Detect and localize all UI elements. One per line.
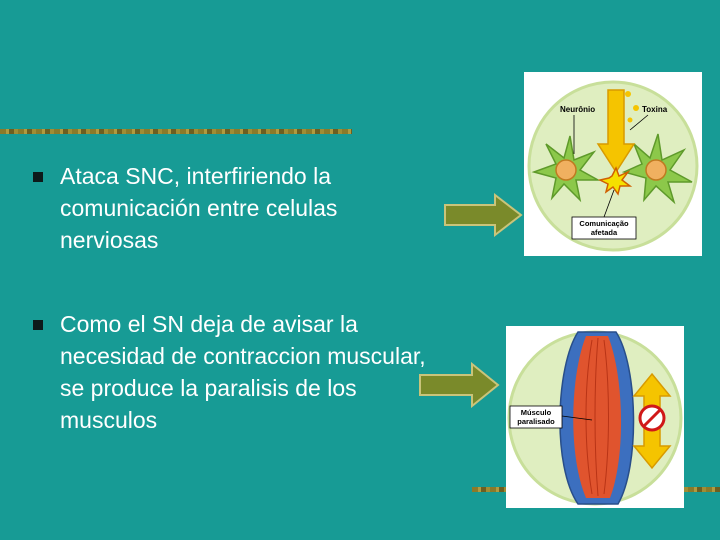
label-neuron: Neurônio <box>560 105 595 114</box>
burst-icon <box>597 166 633 196</box>
right-arrow-icon <box>419 362 500 408</box>
neuron-icon <box>621 133 693 205</box>
decorative-divider-top <box>0 129 352 134</box>
label-comm-line2: afetada <box>591 228 618 237</box>
prohibited-icon <box>638 404 666 432</box>
label-muscle-line1: Músculo <box>521 408 552 417</box>
label-comm-line1: Comunicação <box>579 219 629 228</box>
bullet-text-1: Ataca SNC, interfiriendo la comunicación… <box>60 163 338 253</box>
toxin-arrow-icon <box>596 89 639 174</box>
neuron-icon <box>531 135 601 203</box>
bullet-icon <box>33 320 43 330</box>
label-toxin: Toxina <box>642 105 668 114</box>
bullet-icon <box>33 172 43 182</box>
paralyzed-muscle-illustration: Músculo paralisado <box>506 326 684 508</box>
bullet-text-2: Como el SN deja de avisar la necesidad d… <box>60 311 426 433</box>
right-arrow-icon <box>444 193 523 237</box>
neuron-toxin-illustration: Neurônio Toxina Comunicação afetada <box>524 72 702 256</box>
label-muscle-line2: paralisado <box>517 417 555 426</box>
